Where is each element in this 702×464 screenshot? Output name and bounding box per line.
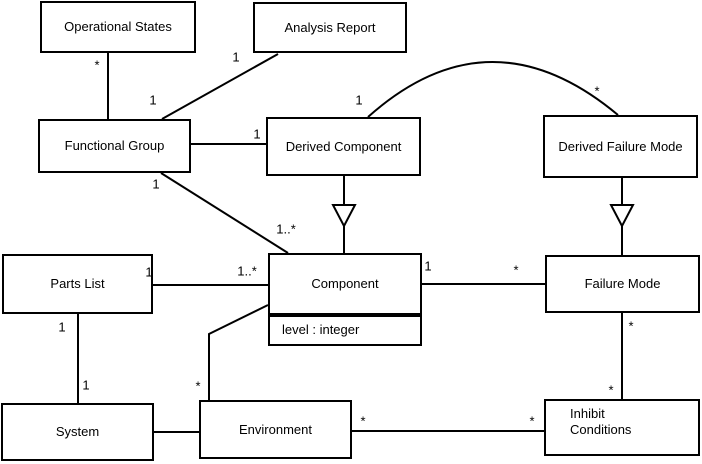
multiplicity-label: *	[360, 413, 366, 429]
multiplicity-label: 1	[58, 319, 66, 335]
class-box-analysis-report: Analysis Report	[253, 2, 407, 53]
class-name: Inhibit Conditions	[570, 406, 632, 437]
class-name: Derived Failure Mode	[558, 138, 683, 154]
class-box-inhibit-conditions: Inhibit Conditions	[544, 399, 700, 456]
class-box-component: Component level : integer	[268, 253, 422, 346]
class-box-derived-component: Derived Component	[266, 117, 421, 176]
class-name-compartment: Component	[270, 255, 420, 315]
multiplicity-label: *	[594, 83, 600, 99]
class-attribute: level : integer	[282, 321, 360, 337]
multiplicity-label: 1	[232, 49, 240, 65]
assoc-functional-group--component	[160, 172, 289, 254]
class-name: System	[55, 424, 100, 439]
multiplicity-label: 1	[424, 258, 432, 274]
multiplicity-label: *	[628, 318, 634, 334]
multiplicity-label: 1..*	[276, 221, 296, 237]
class-name: Derived Component	[285, 138, 402, 154]
generalization-triangle-icon	[609, 204, 635, 229]
generalization-triangle-icon	[331, 204, 357, 229]
class-box-derived-failure-mode: Derived Failure Mode	[543, 115, 698, 178]
multiplicity-label: *	[529, 413, 535, 429]
class-box-operational-states: Operational States	[40, 1, 196, 53]
multiplicity-label: 1	[355, 92, 363, 108]
class-name: Analysis Report	[284, 19, 376, 35]
class-box-parts-list: Parts List	[2, 254, 153, 314]
multiplicity-label: 1	[82, 377, 90, 393]
class-name: Functional Group	[64, 138, 165, 153]
assoc-component--environment	[208, 304, 269, 400]
multiplicity-label: *	[195, 378, 201, 394]
class-name: Operational States	[64, 19, 172, 34]
class-box-environment: Environment	[199, 400, 352, 459]
multiplicity-label: *	[94, 57, 100, 73]
class-name: Failure Mode	[584, 276, 661, 291]
multiplicity-label: *	[513, 262, 519, 278]
assoc-analysis-report--functional-group	[161, 53, 279, 120]
class-box-functional-group: Functional Group	[38, 119, 191, 173]
multiplicity-label: 1	[152, 176, 160, 192]
multiplicity-label: 1	[149, 92, 157, 108]
class-name: Component	[311, 276, 379, 291]
multiplicity-label: 1..*	[237, 263, 257, 279]
multiplicity-label: 1	[145, 264, 153, 280]
multiplicity-label: 1	[253, 126, 261, 142]
class-attribute-compartment: level : integer	[270, 315, 420, 342]
class-name: Environment	[239, 421, 312, 437]
class-name: Parts List	[50, 276, 105, 291]
class-box-failure-mode: Failure Mode	[545, 255, 700, 313]
assoc-derived-component--derived-failure-mode-arc	[367, 61, 619, 118]
multiplicity-label: *	[608, 382, 614, 398]
class-box-system: System	[1, 403, 154, 461]
